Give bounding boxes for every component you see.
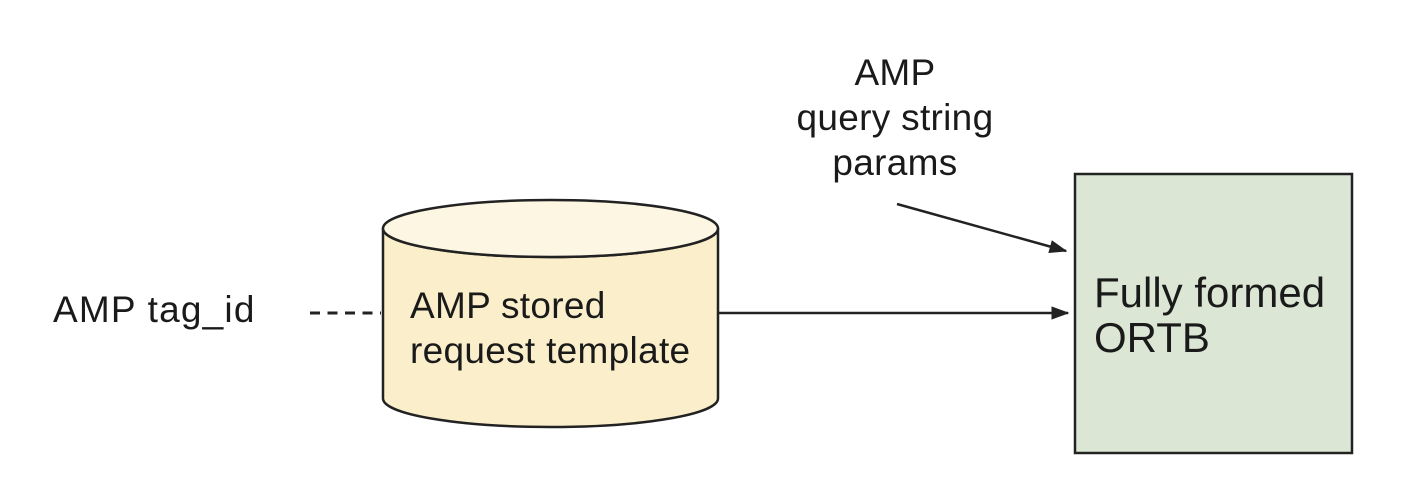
query-params-label: AMP query string params	[796, 52, 994, 183]
ortb-label: Fully formed ORTB	[1094, 269, 1326, 361]
stored-request-label: AMP stored request template	[410, 285, 691, 371]
arrow-params-to-ortb	[896, 202, 1068, 253]
tag-id-label: AMP tag_id	[53, 289, 256, 330]
ortb-box	[1073, 172, 1354, 455]
stored-request-cylinder-top	[381, 198, 720, 259]
